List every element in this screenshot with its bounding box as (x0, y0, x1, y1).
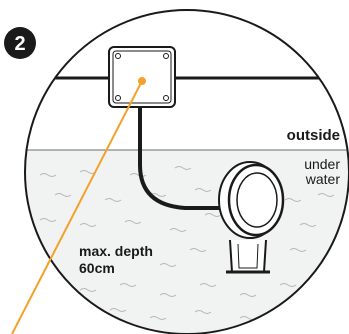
depth-value-label: 60cm (79, 260, 115, 276)
water-ripples (39, 166, 335, 320)
under-water-label-line2: water (305, 171, 341, 187)
detail-circle (24, 9, 349, 334)
step-number: 2 (14, 33, 25, 55)
step-badge: 2 (4, 27, 36, 59)
under-water-label-line1: under (304, 156, 340, 172)
pointer-dot-icon (11, 77, 146, 334)
max-depth-label: max. depth (79, 243, 153, 259)
cable (138, 98, 232, 210)
pool-light-icon (218, 161, 285, 274)
water-area (25, 150, 349, 334)
outside-label: outside (287, 127, 340, 144)
